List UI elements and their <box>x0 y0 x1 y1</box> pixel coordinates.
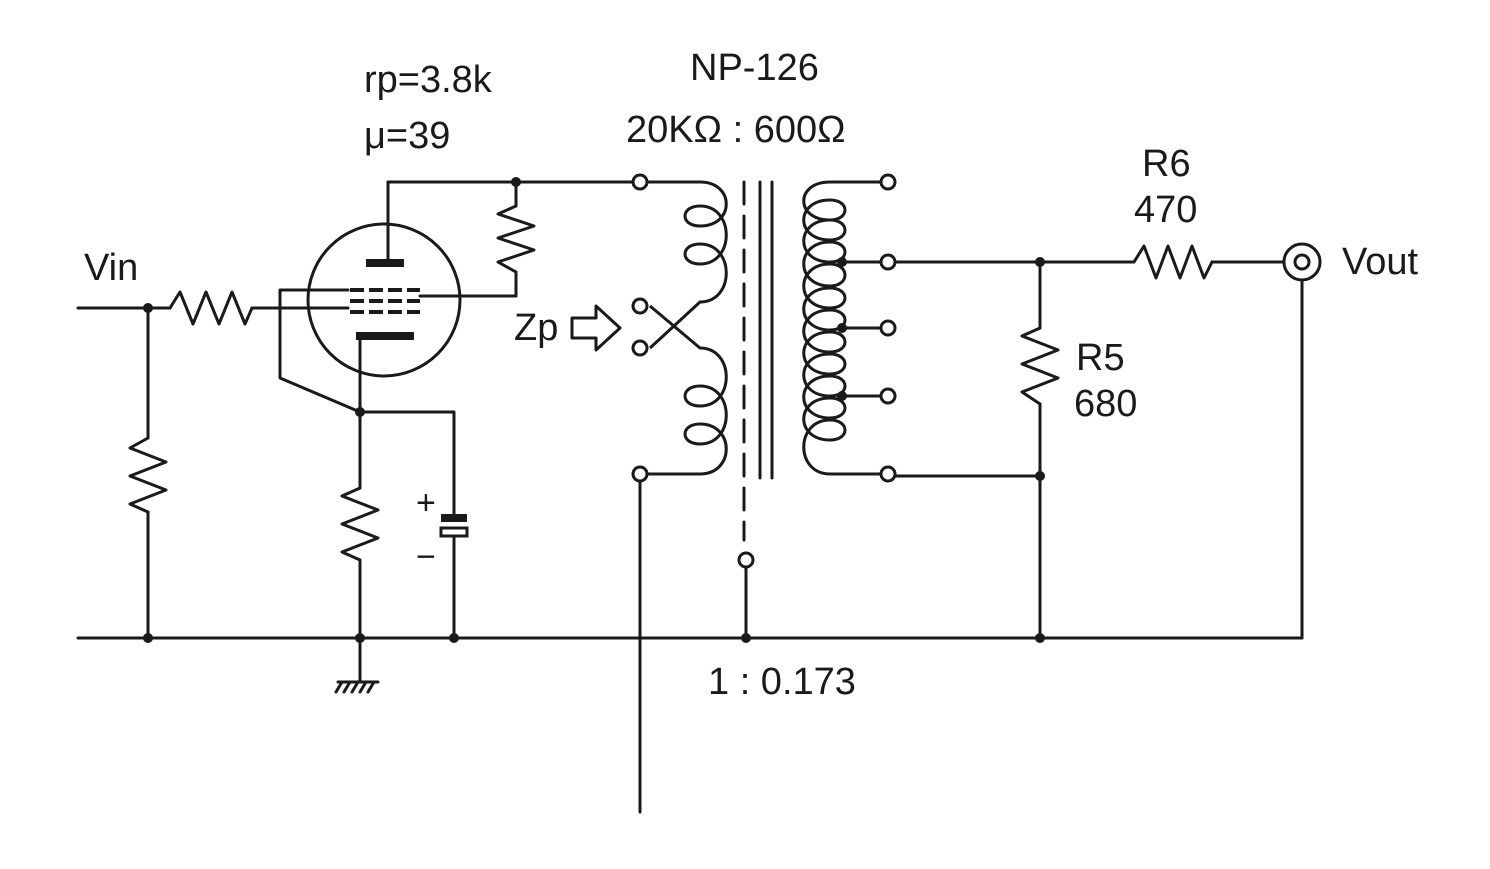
tube-mu-label: μ=39 <box>364 115 450 157</box>
secondary-terminal-3 <box>879 319 897 337</box>
secondary-tap-dot-1 <box>837 257 847 267</box>
primary-terminal-bottom <box>631 465 649 483</box>
secondary-tap-dot-3 <box>837 391 847 401</box>
cathode-resistor <box>340 486 380 562</box>
secondary-terminal-4 <box>879 387 897 405</box>
transformer-impedance: 20KΩ : 600Ω <box>626 109 846 151</box>
cathode-cap-wire <box>358 410 456 516</box>
primary-terminal-top <box>631 173 649 191</box>
secondary-tap-dot-2 <box>837 323 847 333</box>
r6-value: 470 <box>1134 189 1197 231</box>
secondary-winding <box>802 180 880 476</box>
ground-node-5 <box>1035 633 1045 643</box>
ground-node-1 <box>143 633 153 643</box>
secondary-terminal-5 <box>879 465 897 483</box>
plate-screen-resistor <box>496 204 536 274</box>
vout-label: Vout <box>1342 241 1419 283</box>
zp-label: Zp <box>514 307 558 349</box>
ground-symbol <box>334 680 380 694</box>
vin-label: Vin <box>84 247 138 289</box>
secondary-terminal-1 <box>879 173 897 191</box>
r5-value: 680 <box>1074 383 1137 425</box>
bypass-capacitor <box>439 514 469 538</box>
suppressor-wire <box>278 288 362 414</box>
tube-rp-label: rp=3.8k <box>364 59 493 101</box>
secondary-terminal-2 <box>879 253 897 271</box>
tube-envelope <box>306 222 462 378</box>
ground-node-3 <box>449 633 459 643</box>
ground-node-4 <box>741 633 751 643</box>
output-jack-outer <box>1282 242 1322 282</box>
r5-resistor <box>1020 326 1060 406</box>
primary-terminal-tap-a <box>631 297 649 315</box>
transformer-model: NP-126 <box>690 47 819 89</box>
turns-ratio: 1 : 0.173 <box>708 661 856 703</box>
primary-lower-winding <box>647 304 728 476</box>
r6-resistor <box>1132 244 1214 280</box>
capacitor-plus: + <box>416 484 436 522</box>
tube-grids <box>350 288 420 314</box>
input-shunt-resistor <box>128 436 168 514</box>
output-jack-inner <box>1293 253 1311 271</box>
shield-terminal <box>737 551 755 569</box>
primary-upper-winding <box>647 180 728 350</box>
grid-resistor <box>168 290 254 326</box>
zp-arrow <box>570 304 622 352</box>
capacitor-minus: − <box>416 538 436 576</box>
primary-terminal-tap-b <box>631 339 649 357</box>
transformer-core <box>742 180 774 542</box>
r6-name: R6 <box>1142 143 1191 185</box>
r5-name: R5 <box>1076 337 1125 379</box>
